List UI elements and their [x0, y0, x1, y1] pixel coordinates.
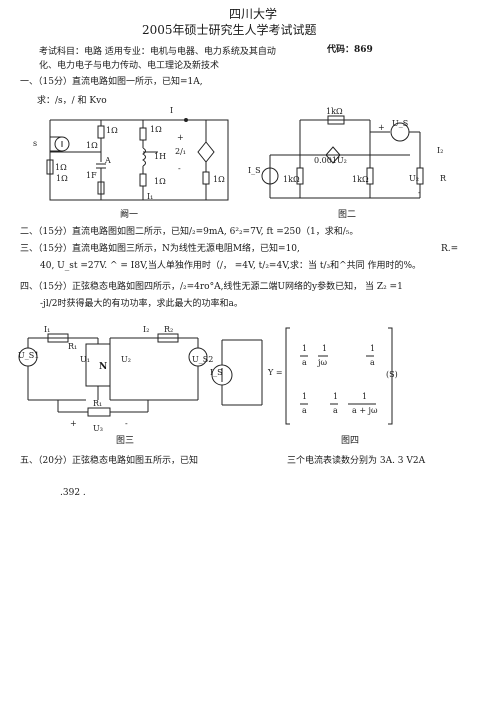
question-2-line-1: 二、（15分）直流电路图如图二所示，已知/₂=9mA, 6²₂=7V, ft =…: [20, 227, 359, 237]
fig1-label-i1: I₁: [147, 192, 154, 201]
matrix-12-den: a: [370, 358, 375, 367]
question-1-line-2: 求：/s，/ 和 Kvo: [37, 96, 107, 106]
fig2-label-plus: +: [378, 123, 385, 132]
matrix-11-num-a: 1: [302, 344, 308, 353]
fig3-label-u2: U₂: [121, 355, 131, 364]
fig2-label-r-top: 1kΩ: [326, 107, 343, 116]
fig3-label-u3: U₃: [93, 424, 103, 433]
figure-4-caption: 图四: [341, 436, 360, 446]
fig1-label-r1: 1Ω: [55, 163, 67, 172]
fig3-label-us1: U_S1: [18, 351, 40, 360]
exam-code: 代码：869: [327, 45, 373, 55]
question-5-line-2: .392 .: [60, 488, 86, 498]
fig4-label-y: Y =: [268, 368, 283, 377]
fig2-label-u2: U₂: [409, 174, 419, 183]
question-5-line-1-end: 三个电流表读数分别为 3A. 3 V2A: [287, 456, 426, 466]
fig2-label-i2: I₂: [437, 146, 444, 155]
figure-2-caption: 图二: [338, 210, 357, 220]
fig2-label-isrc: I_S: [248, 166, 261, 175]
question-4-line-2: -jl/2时获得最大的有功功率，求此最大的功率和a。: [40, 299, 243, 309]
fig1-label-r7: 1Ω: [213, 175, 225, 184]
fig3-label-minus: -: [125, 419, 128, 428]
fig1-label-i: I: [170, 106, 174, 115]
matrix-22-num-b: 1: [362, 392, 368, 401]
matrix-22-num-a: 1: [333, 392, 339, 401]
figure-1-caption: 阚一: [120, 210, 139, 220]
figure-3-caption: 图三: [116, 436, 135, 446]
exam-title: 2005年硕士研究生人学考试试题: [142, 23, 317, 37]
fig3-label-r3: R₁: [93, 399, 103, 408]
fig3-label-plus: +: [70, 419, 77, 428]
fig1-label-s: s: [33, 139, 38, 148]
fig1-label-src: 2/₁: [175, 147, 186, 156]
matrix-11-den-b: jω: [318, 358, 328, 367]
question-5-line-1: 五、（20分）正弦稳态电路如图五所示，已知: [20, 456, 198, 466]
fig1-label-r6: 1Ω: [56, 174, 68, 183]
figure-3-circuit: [18, 333, 208, 417]
fig2-label-r-left: 1kΩ: [283, 175, 300, 184]
fig1-label-ind: 1H: [154, 152, 167, 161]
matrix-22-den-b: a + jω: [352, 406, 378, 415]
fig1-label-minus: -: [178, 164, 181, 173]
fig1-label-ammeter: A: [105, 156, 111, 165]
fig3-label-r2: R₂: [164, 325, 174, 334]
fig1-label-r3: 1Ω: [150, 125, 162, 134]
question-3-line-2: 40, U_st =27V. ^ = I8V,当人单独作用时（/， =4V, t…: [40, 261, 422, 271]
question-1-line-1: 一、（15分）直流电路如图一所示，已知=1A,: [20, 77, 203, 87]
university-title: 四川大学: [229, 7, 278, 21]
fig3-label-i2: I₂: [143, 325, 150, 334]
matrix-12-num: 1: [370, 344, 376, 353]
matrix-21-den: a: [302, 406, 307, 415]
fig3-label-us2: U_S2: [192, 355, 214, 364]
matrix-11-num-b: 1: [322, 344, 328, 353]
fig2-label-r-mid: 1kΩ: [352, 175, 369, 184]
fig3-label-r1: R₁: [68, 342, 78, 351]
fig1-label-r2: 1Ω: [106, 126, 118, 135]
fig1-label-plus: +: [177, 133, 184, 142]
fig3-label-u1: U₁: [80, 355, 90, 364]
fig2-label-vs: U_S: [392, 119, 409, 128]
question-4-line-1: 四、（15分）正弦稳态电路如图四所示，/₂=4ro°A,线性无源二端U网络的y参…: [20, 282, 403, 292]
matrix-unit: (S): [386, 370, 398, 379]
fig1-label-cap: 1F: [86, 171, 97, 180]
fig2-label-r: R: [440, 174, 447, 183]
fig3-label-n: N: [99, 362, 108, 372]
subject-line: 考试科目：电路 适用专业：电机与电器、电力系统及其自动: [39, 47, 276, 57]
fig2-label-minus: -: [418, 188, 421, 197]
figure-4-circuit: [211, 339, 263, 406]
fig4-label-is: I_S: [210, 368, 223, 377]
question-3-line-1-end: R.=: [441, 244, 459, 254]
fig2-label-vccs: 0.001U₂: [314, 156, 347, 165]
question-3-line-1: 三、（15分）直流电路如图三所示，N为线性无源电阻M络，已知=10,: [20, 244, 300, 254]
subject-line-2: 化、电力电子与电力传动、电工理论及新技术: [39, 61, 220, 71]
matrix-21-num: 1: [302, 392, 308, 401]
fig3-label-i1: I₁: [44, 325, 51, 334]
figure-2-circuit: [261, 115, 424, 199]
matrix-11-den-a: a: [302, 358, 307, 367]
fig1-label-r5: 1Ω: [154, 177, 166, 186]
matrix-22-den-a: a: [333, 406, 338, 415]
figure-4-matrix: [285, 327, 393, 425]
fig1-label-r4: 1Ω: [86, 141, 98, 150]
figure-1-circuit: [46, 118, 229, 201]
